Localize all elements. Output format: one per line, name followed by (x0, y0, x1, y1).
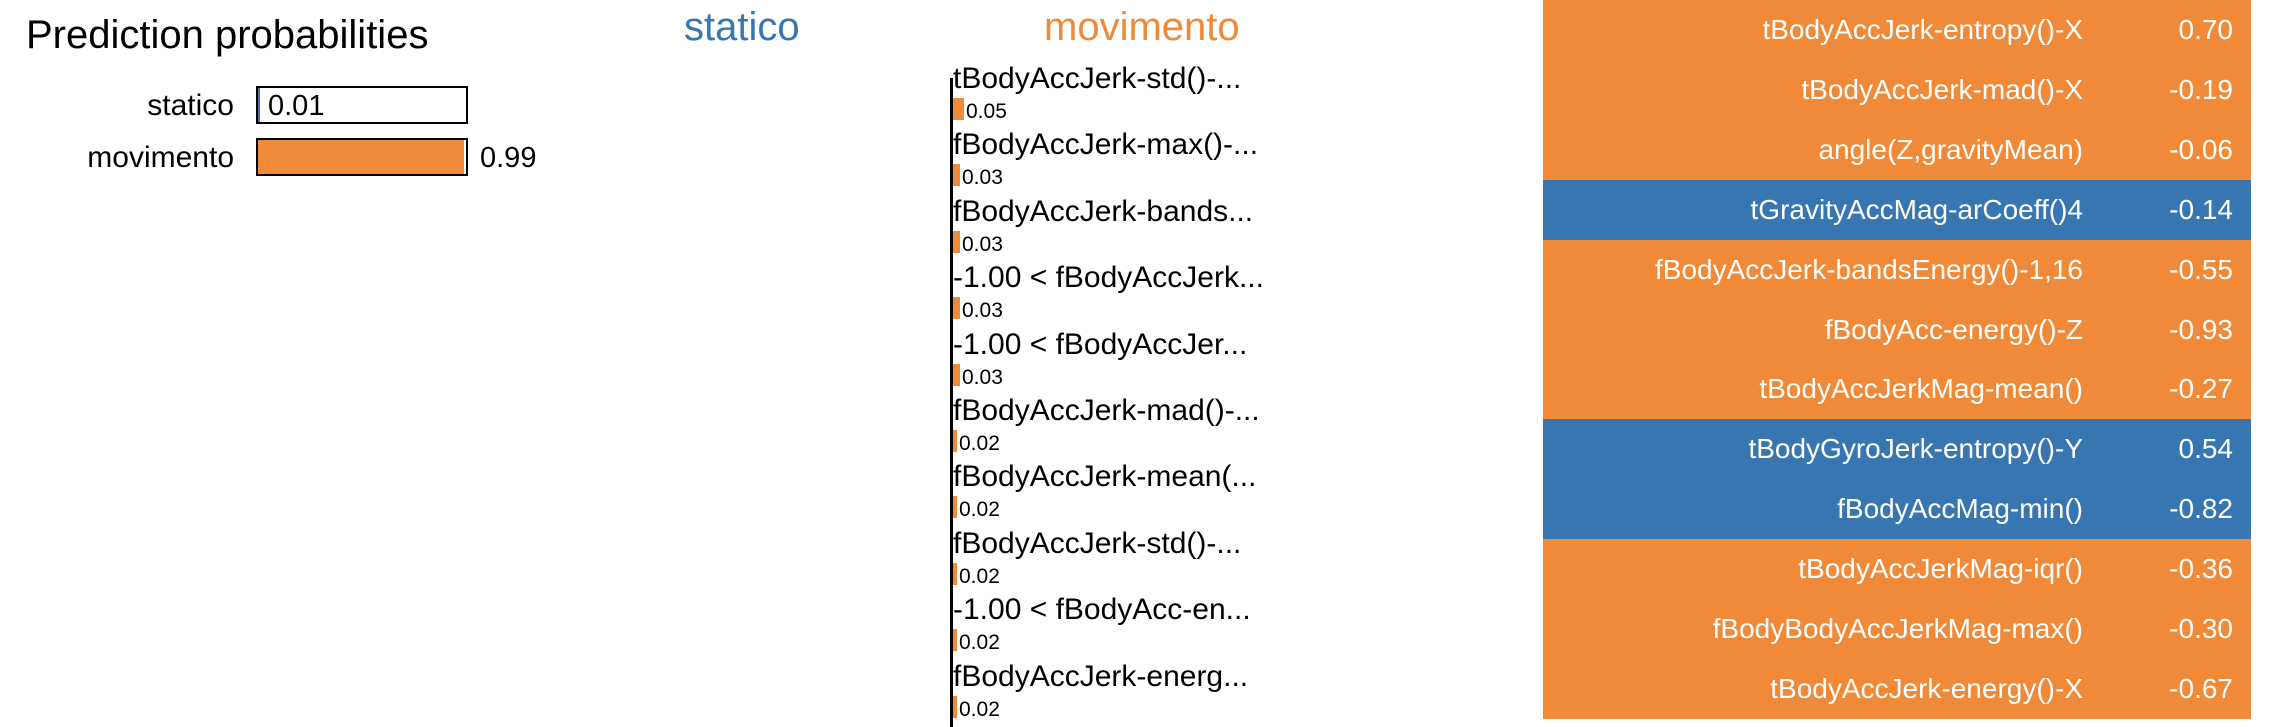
prediction-probabilities-title: Prediction probabilities (26, 13, 429, 57)
contribution-row: -1.00 < fBodyAccJerk... 0.03 (660, 259, 1320, 326)
contribution-row: fBodyAccJerk-mean(... 0.02 (660, 458, 1320, 525)
feature-value: -0.19 (2169, 74, 2233, 105)
contribution-value-label: 0.05 (966, 100, 1007, 123)
feature-name: tBodyAccJerk-energy()-X (1770, 673, 2083, 704)
feature-condition-label: fBodyAccJerk-bands... (953, 195, 1254, 228)
probability-value-statico: 0.01 (268, 90, 325, 122)
feature-contribution-chart: statico movimento tBodyAccJerk-std()-...… (660, 0, 1320, 727)
negative-class-header: statico (684, 5, 800, 49)
contribution-value-label: 0.03 (962, 233, 1003, 256)
contribution-value-label: 0.03 (962, 366, 1003, 389)
feature-value: 0.54 (2178, 433, 2234, 464)
contribution-rows: tBodyAccJerk-std()-... 0.05 fBodyAccJerk-m… (660, 60, 1320, 727)
probability-bar-statico (258, 88, 260, 122)
class-label-statico: statico (147, 89, 234, 122)
contribution-row: -1.00 < fBodyAcc-en... 0.02 (660, 591, 1320, 658)
feature-table-row: tBodyAccJerk-entropy()-X 0.70 (1543, 0, 2251, 60)
feature-name: fBodyAccMag-min() (1837, 493, 2083, 524)
feature-name: tGravityAccMag-arCoeff()4 (1750, 194, 2083, 225)
contribution-bar (953, 563, 957, 585)
feature-name: fBodyBodyAccJerkMag-max() (1712, 613, 2083, 644)
feature-name: angle(Z,gravityMean) (1818, 134, 2083, 165)
contribution-row: fBodyAccJerk-std()-... 0.02 (660, 525, 1320, 592)
feature-value: -0.67 (2169, 673, 2233, 704)
positive-class-header: movimento (1044, 5, 1240, 49)
feature-table-row: tBodyAccJerk-mad()-X -0.19 (1543, 60, 2251, 120)
probability-bar-frame-movimento (256, 138, 468, 176)
feature-name: tBodyAccJerkMag-iqr() (1798, 553, 2083, 584)
contribution-bar (953, 297, 960, 319)
contribution-value-label: 0.03 (962, 166, 1003, 189)
feature-value: 0.70 (2178, 14, 2234, 45)
contribution-row: fBodyAccJerk-energ... 0.02 (660, 658, 1320, 725)
contribution-value-label: 0.02 (959, 698, 1000, 721)
contribution-axis-line (950, 78, 953, 727)
feature-condition-label: tBodyAccJerk-std()-... (953, 62, 1242, 95)
contribution-row: fBodyAccJerk-bands... 0.03 (660, 193, 1320, 260)
contribution-row: -1.00 < fBodyAccJer... 0.03 (660, 326, 1320, 393)
feature-name: fBodyAccJerk-bandsEnergy()-1,16 (1655, 254, 2083, 285)
probability-bar-movimento (258, 140, 464, 174)
feature-value: -0.55 (2169, 254, 2233, 285)
feature-value: -0.30 (2169, 613, 2233, 644)
feature-value: -0.27 (2169, 373, 2233, 404)
probability-row-statico: statico 0.01 (26, 86, 586, 126)
contribution-bar (953, 629, 957, 651)
feature-value: -0.14 (2169, 194, 2233, 225)
contribution-bar (953, 696, 957, 718)
probability-row-movimento: movimento 0.99 (26, 138, 586, 178)
contribution-value-label: 0.02 (959, 631, 1000, 654)
contribution-bar (953, 164, 960, 186)
feature-condition-label: -1.00 < fBodyAcc-en... (953, 593, 1251, 626)
feature-value: -0.36 (2169, 553, 2233, 584)
feature-value: -0.82 (2169, 493, 2233, 524)
feature-value: -0.93 (2169, 314, 2233, 345)
contribution-bar (953, 231, 960, 253)
feature-condition-label: fBodyAccJerk-std()-... (953, 527, 1242, 560)
contribution-value-label: 0.02 (959, 565, 1000, 588)
feature-table-row: tBodyAccJerk-energy()-X -0.67 (1543, 659, 2251, 719)
prediction-probabilities-panel: Prediction probabilities statico 0.01 mo… (26, 10, 586, 210)
feature-condition-label: -1.00 < fBodyAccJer... (953, 328, 1248, 361)
feature-table-row: fBodyAccMag-min() -0.82 (1543, 479, 2251, 539)
feature-condition-label: fBodyAccJerk-mad()-... (953, 394, 1260, 427)
contribution-value-label: 0.02 (959, 432, 1000, 455)
contribution-bar (953, 496, 957, 518)
feature-table-row: tBodyAccJerkMag-mean() -0.27 (1543, 359, 2251, 419)
contribution-value-label: 0.02 (959, 498, 1000, 521)
contribution-row: tBodyAccJerk-std()-... 0.05 (660, 60, 1320, 127)
feature-condition-label: fBodyAccJerk-mean(... (953, 460, 1257, 493)
feature-table-row: fBodyBodyAccJerkMag-max() -0.30 (1543, 599, 2251, 659)
probability-value-movimento: 0.99 (480, 142, 537, 174)
feature-name: tBodyAccJerkMag-mean() (1759, 373, 2083, 404)
contribution-bar (953, 98, 964, 120)
contribution-value-label: 0.03 (962, 299, 1003, 322)
feature-value: -0.06 (2169, 134, 2233, 165)
feature-name: tBodyAccJerk-entropy()-X (1762, 14, 2083, 45)
feature-table-row: tBodyGyroJerk-entropy()-Y 0.54 (1543, 419, 2251, 479)
contribution-bar (953, 364, 960, 386)
feature-table-row: fBodyAccJerk-bandsEnergy()-1,16 -0.55 (1543, 240, 2251, 300)
feature-name: fBodyAcc-energy()-Z (1824, 314, 2083, 345)
contribution-row: fBodyAccJerk-mad()-... 0.02 (660, 392, 1320, 459)
feature-condition-label: -1.00 < fBodyAccJerk... (953, 261, 1264, 294)
feature-table-row: tGravityAccMag-arCoeff()4 -0.14 (1543, 180, 2251, 240)
class-label-movimento: movimento (87, 141, 234, 174)
feature-table-row: angle(Z,gravityMean) -0.06 (1543, 120, 2251, 180)
feature-name: tBodyGyroJerk-entropy()-Y (1748, 433, 2083, 464)
feature-name: tBodyAccJerk-mad()-X (1801, 74, 2083, 105)
feature-table-row: tBodyAccJerkMag-iqr() -0.36 (1543, 539, 2251, 599)
feature-condition-label: fBodyAccJerk-max()-... (953, 128, 1259, 161)
feature-condition-label: fBodyAccJerk-energ... (953, 660, 1249, 693)
probability-bar-frame-statico (256, 86, 468, 124)
contribution-bar (953, 430, 957, 452)
contribution-row: fBodyAccJerk-max()-... 0.03 (660, 126, 1320, 193)
feature-table-row: fBodyAcc-energy()-Z -0.93 (1543, 300, 2251, 359)
